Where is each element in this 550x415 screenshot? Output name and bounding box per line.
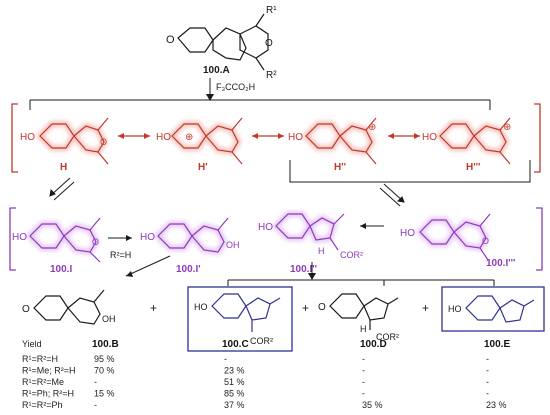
intermediate-label-100I-double-prime: 100.I'' <box>290 264 317 275</box>
hydroxy-label: HO <box>288 132 303 143</box>
condition-label: R²=H <box>110 250 131 260</box>
reaction-arrow <box>125 255 171 277</box>
intermediate-label-H-double-prime: H'' <box>334 162 346 173</box>
compound-100A <box>177 13 269 71</box>
product-100D <box>329 293 399 330</box>
product-100B <box>33 289 105 325</box>
yield-header: Yield <box>22 339 42 349</box>
methine-hydrogen: H <box>318 246 325 256</box>
product-label-100B: 100.B <box>92 339 119 350</box>
yield-cell-100C: 51 % <box>224 377 245 387</box>
hydroxy-label: HO <box>12 232 27 243</box>
yield-cell-100C: 85 % <box>224 389 245 399</box>
hydroxy-label: HO <box>258 222 273 233</box>
ring-oxygen: O <box>92 237 99 247</box>
intermediate-label-H: H <box>60 162 67 173</box>
product-100C <box>211 293 281 332</box>
highlight-box-100C <box>187 286 293 352</box>
yield-cell-100D: - <box>362 366 365 376</box>
substituent-label: R¹=Me; R²=H <box>22 366 76 376</box>
hydroxy-label: HO <box>400 228 415 239</box>
yield-cell-100E: - <box>486 377 489 387</box>
r1-label: R¹ <box>266 5 277 16</box>
acyl-group: COR² <box>376 332 399 342</box>
plus-sign: + <box>302 301 309 315</box>
hydroxy-label: HO <box>140 232 155 243</box>
yield-cell-100C: 37 % <box>224 400 245 410</box>
ring-oxygen: O <box>265 38 273 49</box>
compound-label-100A: 100.A <box>203 65 230 76</box>
highlight-box-100E <box>441 286 545 332</box>
hydroxy-label: HO <box>448 304 462 314</box>
hydroxy-label: OH <box>102 314 116 324</box>
resonance-bracket <box>11 103 541 173</box>
plus-sign: + <box>150 301 157 315</box>
intermediate-H-prime: HO ⊕ H' <box>156 117 243 173</box>
yield-cell-100D: - <box>362 377 365 387</box>
ketone-oxygen: O <box>22 304 30 315</box>
yield-cell-100D: 35 % <box>362 400 383 410</box>
product-100E <box>465 295 535 323</box>
hydroxy-label: HO <box>20 132 35 143</box>
yield-cell-100D: - <box>362 389 365 399</box>
substituent-label: R¹=R²=Ph <box>22 400 63 410</box>
yield-cell-100B: 15 % <box>94 389 115 399</box>
yield-cell-100E: - <box>486 389 489 399</box>
intermediate-label-H-triple-prime: H''' <box>466 162 480 173</box>
yield-cell-100C: - <box>224 354 227 364</box>
hydroxy-label: HO <box>194 302 208 312</box>
methine-hydrogen: H <box>360 324 367 334</box>
ring-oxygen: O <box>482 236 489 246</box>
substituent-label: R¹=Ph; R²=H <box>22 389 74 399</box>
hydroxy-label: HO <box>422 132 437 143</box>
ketone-oxygen: O <box>166 34 175 46</box>
acyl-group: COR² <box>340 250 363 260</box>
yield-cell-100D: - <box>362 354 365 364</box>
yield-cell-100B: - <box>94 400 97 410</box>
cation-charge: ⊕ <box>368 122 376 133</box>
intermediate-label-H-prime: H' <box>198 162 208 173</box>
r2-label: R² <box>266 70 277 81</box>
substituent-label: R¹=R²=Me <box>22 377 64 387</box>
product-label-100C: 100.C <box>222 339 249 350</box>
product-label-100E: 100.E <box>484 339 510 350</box>
intermediate-H-double-prime: HO ⊕ H'' <box>288 117 377 173</box>
equilibrium-arrow-left <box>49 177 75 201</box>
ketone-oxygen: O <box>318 302 326 313</box>
intermediate-H: HO O H <box>20 117 109 173</box>
yield-cell-100B: 70 % <box>94 366 115 376</box>
product-label-100D: 100.D <box>360 339 387 350</box>
acyl-group: COR² <box>250 336 273 346</box>
yield-cell-100E: 23 % <box>486 400 507 410</box>
cation-charge: ⊕ <box>503 122 511 133</box>
intermediate-label-100I-prime: 100.I' <box>176 264 201 275</box>
cation-charge: ⊕ <box>185 132 193 143</box>
yield-cell-100E: - <box>486 354 489 364</box>
equilibrium-arrow-right <box>379 183 405 207</box>
intermediate-100I-triple-prime: HO O 100.I''' <box>400 213 515 269</box>
ring-oxygen: O <box>100 137 107 147</box>
reagent-label: F₃CCO₂H <box>216 82 255 92</box>
substituent-label: R¹=R²=H <box>22 354 58 364</box>
intermediate-100I: HO O 100.I <box>12 217 101 275</box>
hydroxy-label: HO <box>156 132 171 143</box>
intermediate-100I-prime: HO OH 100.I' <box>140 217 240 275</box>
hydroxy-label: OH <box>226 240 240 250</box>
yield-cell-100B: 95 % <box>94 354 115 364</box>
intermediate-label-100I: 100.I <box>50 264 72 275</box>
yield-cell-100E: - <box>486 366 489 376</box>
yield-cell-100C: 23 % <box>224 366 245 376</box>
cation-bracket <box>9 207 543 271</box>
plus-sign: + <box>422 301 429 315</box>
intermediate-label-100I-triple-prime: 100.I''' <box>486 258 515 269</box>
intermediate-H-triple-prime: HO ⊕ H''' <box>422 117 511 173</box>
yield-cell-100B: - <box>94 377 97 387</box>
intermediate-100I-double-prime: HO COR² H 100.I'' <box>258 211 363 275</box>
